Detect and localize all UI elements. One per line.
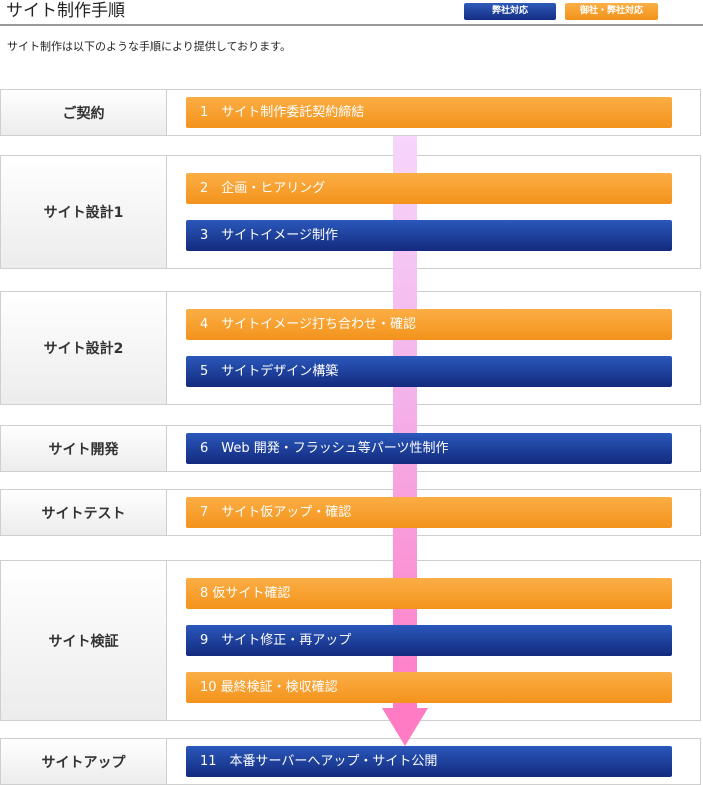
step-8: 8 仮サイト確認 (186, 578, 672, 609)
section-label: サイト設計1 (1, 156, 167, 268)
step-5: 5 サイトデザイン構築 (186, 356, 672, 387)
step-4: 4 サイトイメージ打ち合わせ・確認 (186, 309, 672, 340)
title-divider (0, 24, 703, 26)
intro-text: サイト制作は以下のような手順により提供しております。 (7, 40, 292, 53)
step-1: 1 サイト制作委託契約締結 (186, 97, 672, 128)
legend-both-sides-badge: 御社・弊社対応 (565, 3, 658, 20)
legend-our-side-badge: 弊社対応 (464, 3, 556, 20)
section-label: サイト検証 (1, 561, 167, 720)
section-label: サイトテスト (1, 490, 167, 535)
step-11: 11 本番サーバーへアップ・サイト公開 (186, 746, 672, 777)
step-10: 10 最終検証・検収確認 (186, 672, 672, 703)
step-3: 3 サイトイメージ制作 (186, 220, 672, 251)
section-label: ご契約 (1, 90, 167, 135)
step-9: 9 サイト修正・再アップ (186, 625, 672, 656)
section-label: サイトアップ (1, 739, 167, 784)
step-7: 7 サイト仮アップ・確認 (186, 497, 672, 528)
flow-arrow-head (382, 708, 428, 746)
section-label: サイト開発 (1, 426, 167, 471)
page-title: サイト制作手順 (6, 1, 125, 21)
step-2: 2 企画・ヒアリング (186, 173, 672, 204)
step-6: 6 Web 開発・フラッシュ等パーツ性制作 (186, 433, 672, 464)
section-label: サイト設計2 (1, 292, 167, 404)
